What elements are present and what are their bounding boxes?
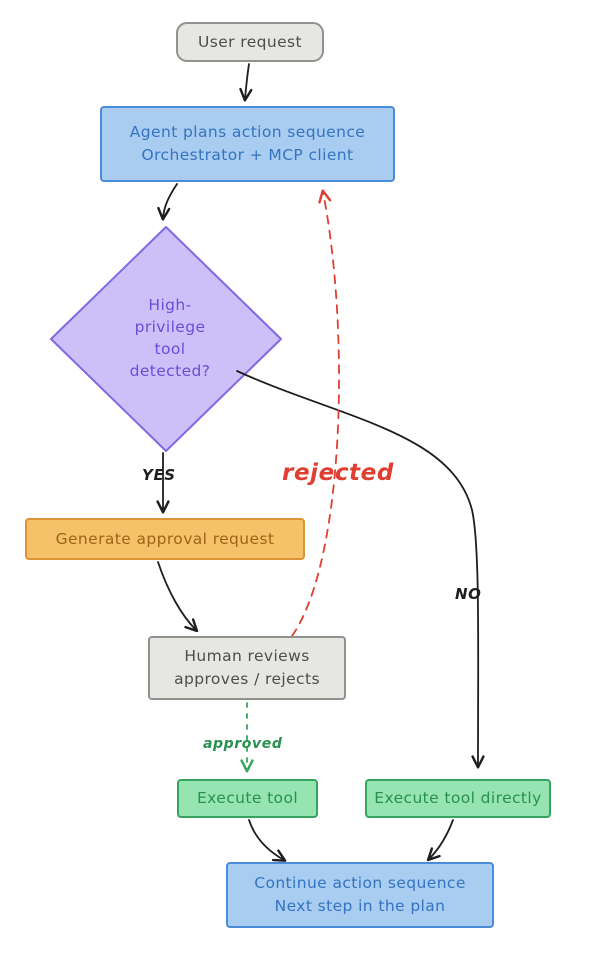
node-continue-line1: Continue action sequence xyxy=(254,874,466,892)
node-agent-plans: Agent plans action sequence Orchestrator… xyxy=(100,106,395,182)
node-agent-plans-line2: Orchestrator + MCP client xyxy=(141,146,354,164)
node-continue-line2: Next step in the plan xyxy=(274,897,446,915)
decision-line4: detected? xyxy=(129,362,211,380)
decision-line1: High- xyxy=(148,296,192,314)
node-user-request: User request xyxy=(176,22,324,62)
edge-label-yes: YES xyxy=(142,466,176,484)
edge-label-approved: approved xyxy=(203,736,283,752)
node-execute-tool: Execute tool xyxy=(177,779,318,818)
edge-exec-to-continue xyxy=(248,819,287,862)
edge-decision-no xyxy=(236,370,485,769)
node-execute-tool-directly-label: Execute tool directly xyxy=(374,789,542,807)
node-human-review: Human reviews approves / rejects xyxy=(148,636,346,700)
edge-agent-to-decision xyxy=(157,183,178,221)
decision-line3: tool xyxy=(154,340,186,358)
node-decision-label: High- privilege tool detected? xyxy=(100,290,240,386)
node-agent-plans-line1: Agent plans action sequence xyxy=(129,123,366,141)
edge-user-to-agent xyxy=(239,63,253,102)
node-execute-tool-label: Execute tool xyxy=(196,789,299,807)
node-continue-sequence: Continue action sequence Next step in th… xyxy=(226,862,494,928)
edge-approval-to-review xyxy=(157,561,199,633)
edge-direct-to-continue xyxy=(426,819,454,862)
edge-label-rejected: rejected xyxy=(282,460,394,486)
node-human-review-line1: Human reviews xyxy=(184,647,310,665)
node-human-review-line2: approves / rejects xyxy=(174,670,320,688)
node-generate-approval: Generate approval request xyxy=(25,518,305,560)
decision-line2: privilege xyxy=(134,318,206,336)
decision-diamond xyxy=(50,226,282,452)
node-user-request-label: User request xyxy=(198,32,302,51)
node-execute-tool-directly: Execute tool directly xyxy=(365,779,551,818)
edge-label-no: NO xyxy=(455,585,482,603)
edge-rejected xyxy=(291,189,340,637)
node-generate-approval-label: Generate approval request xyxy=(55,529,275,548)
